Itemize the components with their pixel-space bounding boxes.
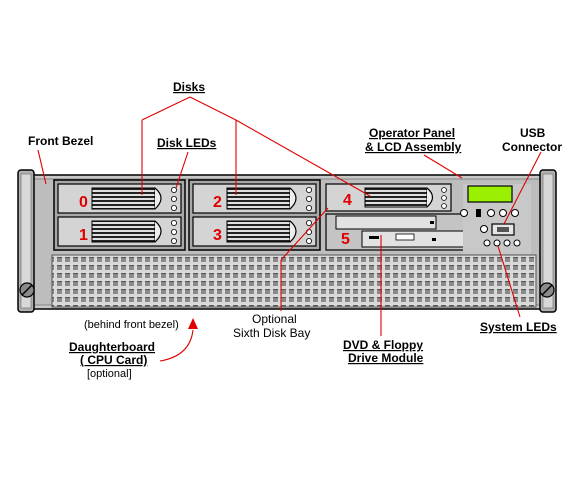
panel-button[interactable] xyxy=(476,209,481,217)
system-led-icon xyxy=(483,239,491,247)
disk-bay-3[interactable] xyxy=(192,216,317,247)
label-disks: Disks xyxy=(173,80,205,94)
bay-number-3: 3 xyxy=(213,227,222,244)
disk-led-icon xyxy=(305,195,312,202)
disk-led-icon xyxy=(305,186,312,193)
bay-number-1: 1 xyxy=(79,227,88,244)
label-front-bezel: Front Bezel xyxy=(28,134,93,148)
disk-bay-4[interactable] xyxy=(325,183,452,212)
callout-lines xyxy=(37,96,542,362)
disk-led-icon xyxy=(170,219,177,226)
disk-bay-1[interactable] xyxy=(57,216,182,247)
disk-led-icon xyxy=(170,228,177,235)
system-led-icon xyxy=(503,239,511,247)
system-led-icon xyxy=(493,239,501,247)
right-rack-ear xyxy=(539,169,557,313)
disk-led-icon xyxy=(305,228,312,235)
lcd-display xyxy=(467,185,513,203)
dvd-tray[interactable] xyxy=(335,215,437,230)
system-led-icon xyxy=(513,239,521,247)
panel-button[interactable] xyxy=(460,209,468,217)
panel-button[interactable] xyxy=(499,209,507,217)
disk-led-icon xyxy=(441,195,447,201)
floppy-eject-button[interactable] xyxy=(395,233,415,241)
bay-number-0: 0 xyxy=(79,194,88,211)
dvd-eject-button[interactable] xyxy=(430,221,434,224)
label-daughterboard-line2: ( CPU Card) xyxy=(80,353,147,367)
label-behind-bezel: (behind front bezel) xyxy=(84,319,179,331)
disk-led-icon xyxy=(305,237,312,244)
label-dvd-line2: Drive Module xyxy=(348,351,424,365)
disk-led-icon xyxy=(170,204,177,211)
bay-number-2: 2 xyxy=(213,194,222,211)
label-disk-leds: Disk LEDs xyxy=(157,136,217,150)
disk-bay-2[interactable] xyxy=(192,183,317,214)
left-rack-ear xyxy=(17,169,35,313)
label-system-leds: System LEDs xyxy=(480,320,557,334)
label-usb-line1: USB xyxy=(520,126,546,140)
panel-button[interactable] xyxy=(511,209,519,217)
left-thumb-screw-icon[interactable] xyxy=(19,282,35,298)
disk-led-icon xyxy=(305,204,312,211)
panel-button[interactable] xyxy=(480,225,488,233)
panel-button[interactable] xyxy=(487,209,495,217)
callout-arrowheads xyxy=(188,318,198,329)
dvd-floppy-module[interactable] xyxy=(325,213,477,251)
front-bezel-grille xyxy=(51,254,537,308)
bay-number-4: 4 xyxy=(343,192,352,209)
operator-panel-buttons[interactable] xyxy=(460,209,521,247)
label-daughterboard-line1: Daughterboard xyxy=(69,340,155,354)
label-operator-panel-line2: & LCD Assembly xyxy=(365,140,462,154)
disk-led-icon xyxy=(441,187,447,193)
floppy-led-icon xyxy=(432,238,436,241)
label-optional-bay-line1: Optional xyxy=(252,312,297,326)
label-operator-panel-line1: Operator Panel xyxy=(369,126,455,140)
label-optional-bay-line2: Sixth Disk Bay xyxy=(233,326,310,340)
label-daughterboard-line3: [optional] xyxy=(87,368,132,380)
disk-led-icon xyxy=(170,186,177,193)
floppy-slot xyxy=(369,236,379,239)
disk-led-icon xyxy=(170,195,177,202)
right-thumb-screw-icon[interactable] xyxy=(539,282,555,298)
disk-led-icon xyxy=(441,203,447,209)
disk-led-icon xyxy=(305,219,312,226)
label-usb-line2: Connector xyxy=(502,140,562,154)
arrow-up-icon xyxy=(188,318,198,329)
bay-number-5: 5 xyxy=(341,231,350,248)
disk-bay-0[interactable] xyxy=(57,183,182,214)
disk-led-icon xyxy=(170,237,177,244)
label-dvd-line1: DVD & Floppy xyxy=(343,338,423,352)
